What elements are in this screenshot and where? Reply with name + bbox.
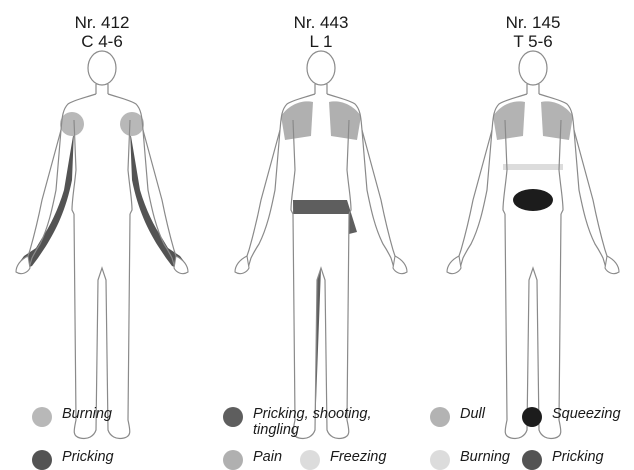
legend-item: Dull bbox=[430, 406, 485, 427]
legend-label: Pricking, shooting, tingling bbox=[253, 406, 393, 438]
legend-label: Pricking bbox=[62, 449, 114, 465]
legend-label: Dull bbox=[460, 406, 485, 422]
legend-label: Squeezing bbox=[552, 406, 621, 422]
shoulder-burning-right bbox=[120, 112, 144, 136]
shoulder-pain-right bbox=[329, 101, 361, 140]
figure-c4-6 bbox=[16, 51, 188, 439]
waist-burning bbox=[503, 164, 563, 170]
legend-label: Freezing bbox=[330, 449, 386, 465]
figure-2-segment: L 1 bbox=[261, 32, 381, 51]
legend-label: Burning bbox=[62, 406, 112, 422]
legend-item: Freezing bbox=[300, 449, 386, 470]
figure-3-number: Nr. 145 bbox=[473, 13, 593, 32]
legend-item: Pain bbox=[223, 449, 282, 470]
arm-pricking-right bbox=[130, 130, 186, 270]
legend-item: Pricking, shooting, tingling bbox=[223, 406, 393, 438]
legend-item: Squeezing bbox=[522, 406, 621, 427]
legend-item: Pricking bbox=[522, 449, 604, 470]
legend-swatch bbox=[32, 407, 52, 427]
legend-item: Pricking bbox=[32, 449, 114, 470]
legend-swatch bbox=[522, 407, 542, 427]
figure-2-header: Nr. 443 L 1 bbox=[261, 13, 381, 51]
legend-label: Burning bbox=[460, 449, 510, 465]
arm-pricking-left bbox=[18, 130, 74, 270]
figure-t5-6 bbox=[447, 51, 619, 439]
figure-1-segment: C 4-6 bbox=[42, 32, 162, 51]
legend-swatch bbox=[223, 450, 243, 470]
legend-swatch bbox=[223, 407, 243, 427]
abdomen-squeezing bbox=[513, 189, 553, 211]
shoulder-burning-left bbox=[60, 112, 84, 136]
shoulder-pain-left bbox=[281, 101, 313, 140]
legend-swatch bbox=[522, 450, 542, 470]
shoulder-dull-right bbox=[541, 101, 573, 140]
legend-swatch bbox=[430, 407, 450, 427]
legend-item: Burning bbox=[32, 406, 112, 427]
shoulder-dull-left bbox=[493, 101, 525, 140]
legend-label: Pricking bbox=[552, 449, 604, 465]
legend-swatch bbox=[300, 450, 320, 470]
legend-swatch bbox=[430, 450, 450, 470]
legend-label: Pain bbox=[253, 449, 282, 465]
figure-1-number: Nr. 412 bbox=[42, 13, 162, 32]
legend-item: Burning bbox=[430, 449, 510, 470]
figure-l1 bbox=[235, 51, 407, 439]
legend-swatch bbox=[32, 450, 52, 470]
figure-3-header: Nr. 145 T 5-6 bbox=[473, 13, 593, 51]
figure-3-segment: T 5-6 bbox=[473, 32, 593, 51]
figure-2-number: Nr. 443 bbox=[261, 13, 381, 32]
figure-1-header: Nr. 412 C 4-6 bbox=[42, 13, 162, 51]
